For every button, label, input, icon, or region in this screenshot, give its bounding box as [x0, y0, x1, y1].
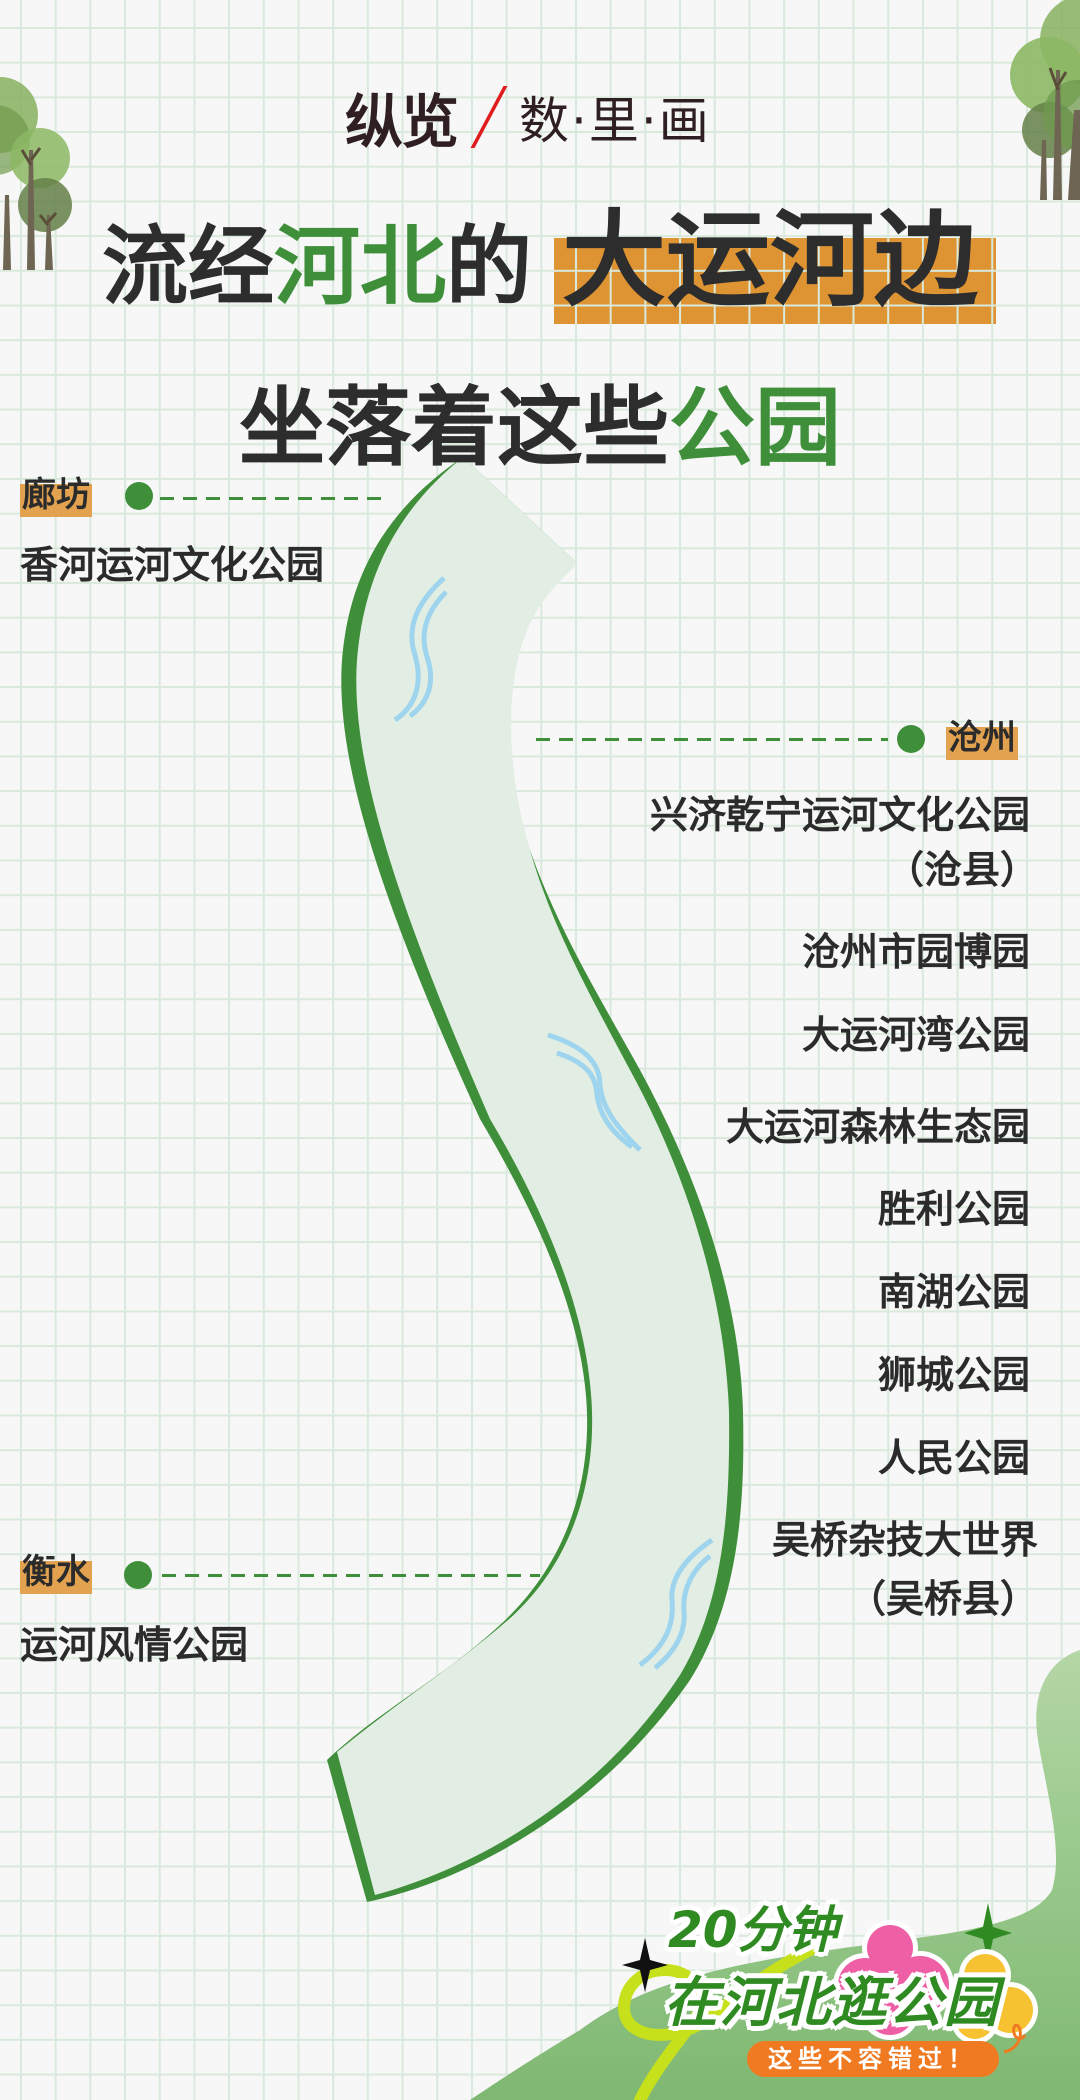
flower-yellow-icon — [951, 1949, 1038, 2044]
squiggle-orange-icon — [1003, 2023, 1027, 2054]
park-item: 大运河森林生态园 — [725, 1105, 1030, 1149]
park-item: 人民公园 — [877, 1436, 1030, 1480]
badge-pill: 这些不容错过！ — [747, 2041, 999, 2077]
title-highlight: 大运河边 — [553, 199, 997, 324]
title-text: 坐落着这些 — [239, 378, 669, 478]
page-title-line2: 坐落着这些公园 — [0, 372, 1080, 484]
sparkle-black-icon — [622, 1938, 668, 1992]
city-label-cangzhou: 沧州 — [948, 718, 1016, 758]
badge-decoration — [618, 1903, 1038, 2100]
park-item: 香河运河文化公园 — [20, 543, 325, 587]
tree-cluster-right-icon — [1010, 0, 1080, 200]
river-illustration — [327, 457, 744, 1902]
city-label-hengshui: 衡水 — [22, 1552, 90, 1592]
park-item: 运河风情公园 — [20, 1623, 249, 1667]
page-title-line1: 流经河北的大运河边 — [0, 200, 1080, 327]
title-text: 的 — [445, 217, 532, 317]
brand-main: 纵览 — [345, 88, 459, 156]
location-dot-icon — [897, 725, 925, 753]
park-item: 南湖公园 — [877, 1270, 1030, 1314]
flower-pink-icon — [833, 1920, 954, 2040]
location-dot-icon — [124, 1561, 152, 1589]
dashed-connector — [536, 738, 888, 741]
title-text: 流经 — [101, 217, 274, 317]
city-label-langfang: 廊坊 — [22, 475, 90, 515]
dashed-connector — [162, 1574, 540, 1577]
brand-sub: 数·里·画 — [519, 92, 711, 150]
park-item: 狮城公园 — [877, 1353, 1030, 1397]
brand-logo: 纵览 数·里·画 — [345, 82, 711, 156]
location-dot-icon — [125, 482, 153, 510]
badge-line2: 在河北逛公园 — [664, 1971, 1000, 2034]
tree-cluster-left-icon — [0, 77, 72, 270]
park-item: 兴济乾宁运河文化公园 — [649, 793, 1030, 837]
park-item: 吴桥杂技大世界 — [771, 1518, 1038, 1562]
park-item-note: （沧县） — [885, 848, 1038, 892]
park-item-note: （吴桥县） — [847, 1577, 1038, 1621]
park-item: 大运河湾公园 — [801, 1013, 1030, 1057]
dashed-connector — [160, 497, 385, 500]
park-item: 胜利公园 — [877, 1187, 1030, 1231]
title-green-text: 公园 — [669, 378, 841, 478]
park-item: 沧州市园博园 — [801, 930, 1030, 974]
sparkle-green-icon — [964, 1903, 1012, 1963]
title-green-text: 河北 — [273, 217, 446, 317]
brand-divider — [470, 86, 508, 148]
badge-line1: 20分钟 — [668, 1901, 838, 1959]
